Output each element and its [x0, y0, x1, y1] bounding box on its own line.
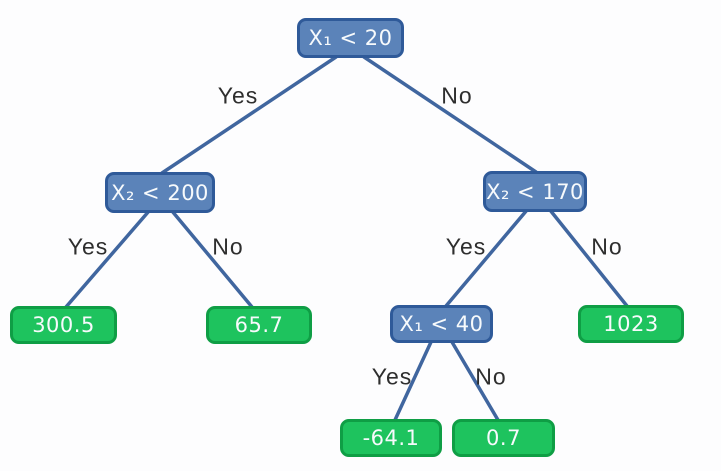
edge-root-left — [160, 55, 338, 175]
edge-label-right-left-no: No — [475, 363, 507, 390]
edge-label-root-no: No — [441, 82, 473, 109]
edge-label-root-yes: Yes — [217, 82, 259, 109]
edge-right-yes — [444, 208, 529, 308]
leaf-node-65-7: 65.7 — [206, 306, 312, 344]
node-x2-lt-200: X₂ < 200 — [105, 172, 215, 213]
edge-label-right-no: No — [591, 233, 623, 260]
edge-left-no — [170, 209, 254, 309]
leaf-node-1023: 1023 — [578, 305, 684, 343]
edge-label-left-no: No — [212, 233, 244, 260]
leaf-node-0-7: 0.7 — [452, 419, 555, 457]
leaf-node-neg-64-1: -64.1 — [340, 419, 442, 457]
leaf-node-300-5: 300.5 — [10, 306, 117, 344]
node-x1-lt-20: X₁ < 20 — [297, 18, 404, 58]
edge-root-right — [362, 55, 538, 174]
edge-right-no — [548, 208, 629, 308]
edge-label-right-yes: Yes — [445, 233, 487, 260]
edge-right-left-yes — [393, 340, 433, 422]
edge-label-right-left-yes: Yes — [371, 363, 413, 390]
edge-right-left-no — [450, 340, 500, 422]
node-x2-lt-170: X₂ < 170 — [483, 171, 587, 212]
edge-left-yes — [64, 209, 151, 309]
edge-label-left-yes: Yes — [67, 233, 109, 260]
node-x1-lt-40: X₁ < 40 — [390, 305, 493, 343]
